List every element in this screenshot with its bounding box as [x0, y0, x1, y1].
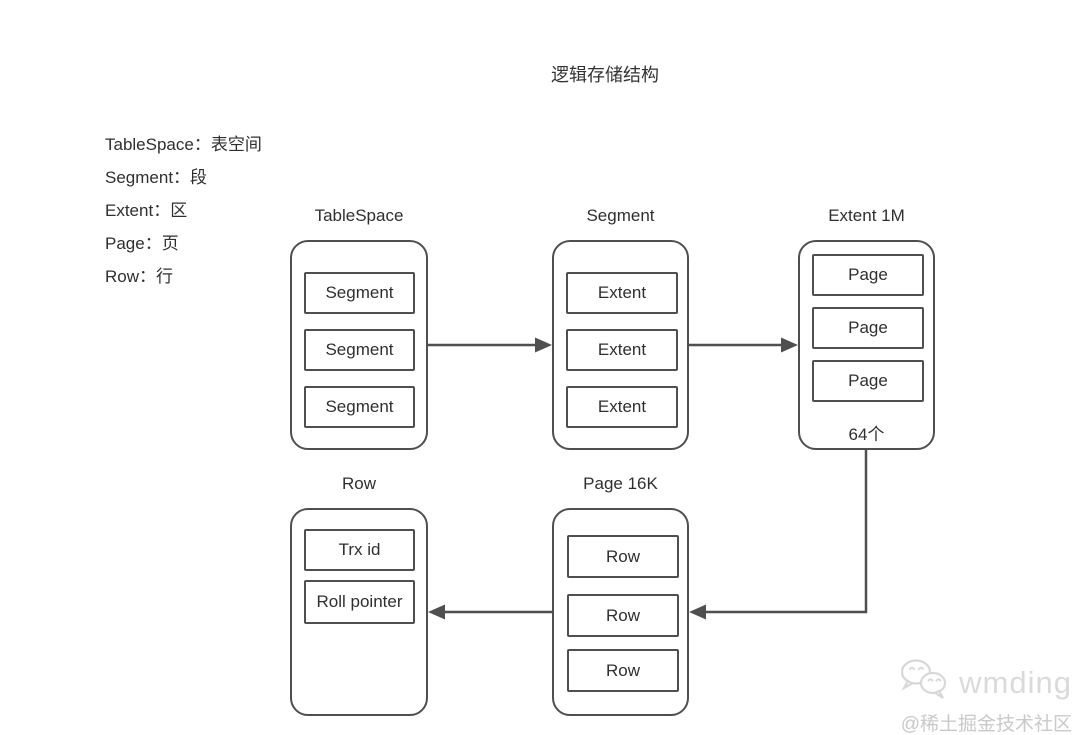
extent-box: Extent — [566, 329, 678, 371]
extent-footnote: 64个 — [848, 425, 885, 444]
row-label: Row — [341, 474, 376, 493]
trx-id-box: Trx id — [304, 529, 415, 571]
watermark: wmding @稀土掘金技术社区 — [899, 658, 1072, 735]
segment-box: Segment — [304, 329, 415, 371]
page-box: Page — [812, 254, 924, 296]
segment-box: Segment — [304, 272, 415, 314]
tablespace-container: Segment Segment Segment — [290, 240, 428, 450]
roll-pointer-box: Roll pointer — [304, 580, 415, 624]
extent-label: Extent 1M — [828, 206, 905, 225]
row-box: Row — [567, 594, 679, 637]
extent-box: Extent — [566, 386, 678, 428]
legend-item-extent: Extent：区 — [105, 201, 188, 220]
arrow-page-to-row — [428, 604, 552, 620]
arrow-segment-to-extent — [689, 337, 798, 353]
legend-item-tablespace: TableSpace：表空间 — [105, 135, 262, 154]
row-box: Row — [567, 649, 679, 692]
page-box: Page — [812, 360, 924, 402]
legend-item-page: Page：页 — [105, 234, 179, 253]
wechat-icon — [899, 658, 951, 707]
page-box: Page — [812, 307, 924, 349]
segment-label: Segment — [586, 206, 655, 225]
tablespace-label: TableSpace — [314, 206, 404, 225]
watermark-author: wmding — [959, 664, 1072, 700]
arrow-tablespace-to-segment — [428, 337, 552, 353]
extent-box: Extent — [566, 272, 678, 314]
page-16k-container: Row Row Row — [552, 508, 689, 716]
row-box: Row — [567, 535, 679, 578]
page-16k-label: Page 16K — [583, 474, 658, 493]
segment-container: Extent Extent Extent — [552, 240, 689, 450]
extent-container: Page Page Page 64个 — [798, 240, 935, 450]
watermark-community: @稀土掘金技术社区 — [900, 714, 1072, 735]
row-container: Trx id Roll pointer — [290, 508, 428, 716]
legend: TableSpace：表空间 Segment：段 Extent：区 Page：页… — [105, 128, 262, 293]
arrow-extent-to-page — [689, 450, 868, 620]
legend-item-row: Row：行 — [105, 267, 174, 286]
legend-item-segment: Segment：段 — [105, 168, 208, 187]
segment-box: Segment — [304, 386, 415, 428]
page-title: 逻辑存储结构 — [551, 65, 659, 85]
